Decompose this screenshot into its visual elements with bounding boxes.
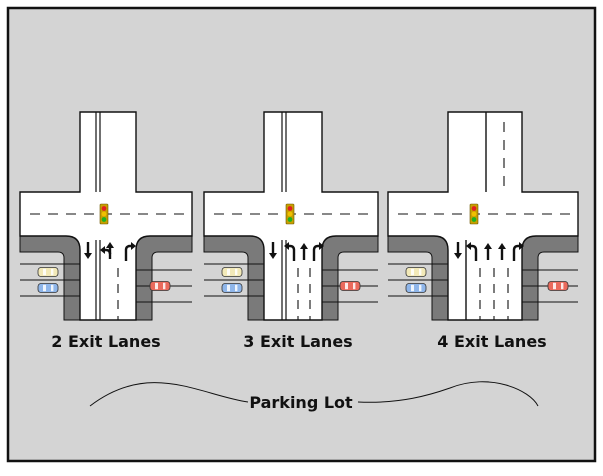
parking-lot-brace: Parking Lot [89,381,539,412]
parking-stall-lines [388,263,578,303]
parked-car-blue [221,283,243,293]
parked-car-red [547,281,569,291]
parked-car-cream [37,267,59,277]
parked-car-blue [37,283,59,293]
intersection-2-exit-lanes: 2 Exit Lanes [19,111,193,351]
traffic-signal-icon [469,203,479,225]
traffic-signal-icon [99,203,109,225]
parked-car-cream [221,267,243,277]
road-surface [387,111,579,321]
intersection-3-exit-lanes: 3 Exit Lanes [203,111,379,351]
parked-car-cream [405,267,427,277]
intersection-4-exit-lanes: 4 Exit Lanes [387,111,579,351]
traffic-signal-icon [285,203,295,225]
panel-label-4: 4 Exit Lanes [437,332,546,351]
parking-lot-label: Parking Lot [249,393,353,412]
parked-car-blue [405,283,427,293]
parked-car-red [149,281,171,291]
panel-label-2: 2 Exit Lanes [51,332,160,351]
parked-car-red [339,281,361,291]
panel-label-3: 3 Exit Lanes [243,332,352,351]
parking-stall-lines [204,263,378,303]
